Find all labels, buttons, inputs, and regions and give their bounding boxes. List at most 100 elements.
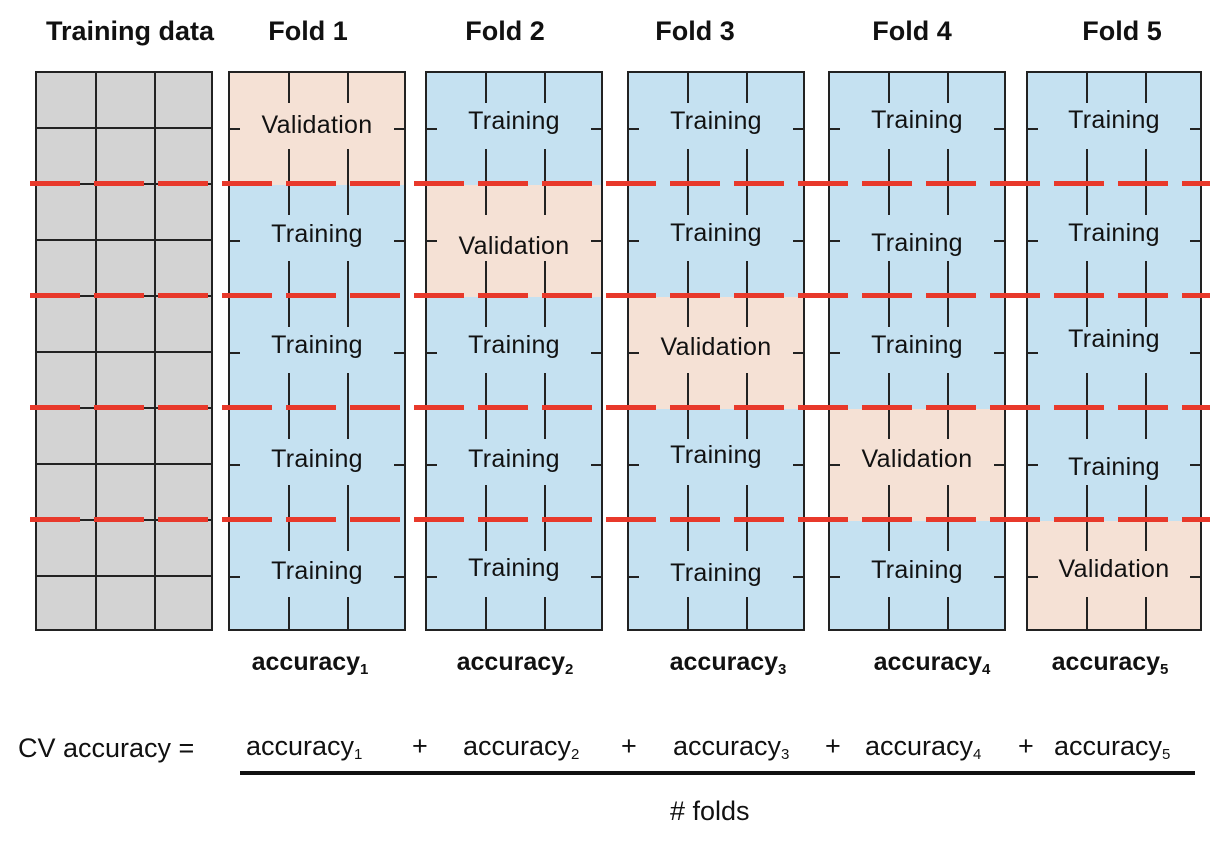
grid-tick xyxy=(288,409,290,439)
grid-tick xyxy=(1145,373,1147,409)
plus-sign: + xyxy=(621,731,637,761)
grid-tick xyxy=(1190,128,1200,130)
grid-tick xyxy=(427,128,437,130)
training-segment xyxy=(427,409,601,521)
training-segment xyxy=(629,409,803,521)
grid-tick xyxy=(746,373,748,409)
validation-label: Validation xyxy=(660,333,772,361)
grid-tick xyxy=(1086,149,1088,185)
grid-tick xyxy=(394,464,404,466)
grid-tick xyxy=(544,261,546,297)
validation-segment xyxy=(830,409,1004,521)
grid-tick xyxy=(947,597,949,629)
training-segment xyxy=(830,73,1004,185)
grid-tick xyxy=(427,240,437,242)
training-segment xyxy=(427,73,601,185)
grid-tick xyxy=(591,464,601,466)
grid-tick xyxy=(687,73,689,103)
training-label: Training xyxy=(271,220,363,248)
grid-tick xyxy=(687,185,689,215)
grid-tick xyxy=(947,485,949,521)
grid-tick xyxy=(591,128,601,130)
grid-tick xyxy=(947,521,949,551)
accuracy-word: accuracy xyxy=(456,648,566,676)
grid-tick xyxy=(746,597,748,629)
grid-tick xyxy=(888,149,890,185)
grid-tick xyxy=(1086,521,1088,551)
training-label: Training xyxy=(670,559,762,587)
grid-tick xyxy=(1190,464,1200,466)
training-label: Training xyxy=(468,107,560,135)
grid-tick xyxy=(288,521,290,551)
grid-tick xyxy=(994,352,1004,354)
grid-tick xyxy=(1028,464,1038,466)
numerator-subscript: 5 xyxy=(1162,746,1171,763)
grid-tick xyxy=(1086,409,1088,439)
grid-line xyxy=(37,463,211,465)
accuracy-word: accuracy xyxy=(251,648,361,676)
numerator-subscript: 3 xyxy=(781,746,790,763)
training-segment xyxy=(830,185,1004,297)
fold-accuracy-label: accuracy3 xyxy=(638,648,818,678)
training-segment xyxy=(427,297,601,409)
split-dashed-line xyxy=(30,517,1210,522)
grid-tick xyxy=(1028,576,1038,578)
split-dashed-line xyxy=(30,293,1210,298)
training-data-grid xyxy=(35,71,213,631)
training-label: Training xyxy=(1068,106,1160,134)
training-segment xyxy=(830,297,1004,409)
grid-tick xyxy=(544,373,546,409)
grid-tick xyxy=(947,373,949,409)
grid-tick xyxy=(947,73,949,103)
grid-tick xyxy=(793,128,803,130)
grid-tick xyxy=(347,409,349,439)
grid-tick xyxy=(288,297,290,327)
grid-tick xyxy=(544,409,546,439)
grid-tick xyxy=(394,352,404,354)
grid-tick xyxy=(1145,261,1147,297)
grid-tick xyxy=(994,464,1004,466)
training-label: Training xyxy=(468,331,560,359)
grid-tick xyxy=(888,297,890,327)
grid-tick xyxy=(746,261,748,297)
fold-accuracy-label: accuracy4 xyxy=(842,648,1022,678)
grid-tick xyxy=(830,128,840,130)
grid-tick xyxy=(288,485,290,521)
grid-tick xyxy=(1086,597,1088,629)
grid-tick xyxy=(347,597,349,629)
training-segment xyxy=(1028,185,1200,297)
grid-tick xyxy=(687,149,689,185)
grid-tick xyxy=(591,352,601,354)
grid-tick xyxy=(591,240,601,242)
accuracy-word: accuracy xyxy=(669,648,779,676)
grid-tick xyxy=(288,597,290,629)
grid-tick xyxy=(347,373,349,409)
grid-tick xyxy=(793,464,803,466)
grid-tick xyxy=(947,149,949,185)
grid-tick xyxy=(485,485,487,521)
grid-tick xyxy=(746,521,748,551)
grid-tick xyxy=(485,149,487,185)
grid-tick xyxy=(746,149,748,185)
grid-tick xyxy=(687,597,689,629)
grid-tick xyxy=(687,297,689,327)
training-segment xyxy=(230,521,404,629)
grid-tick xyxy=(288,373,290,409)
grid-tick xyxy=(1086,185,1088,215)
training-data-header: Training data xyxy=(45,16,215,46)
grid-tick xyxy=(629,464,639,466)
training-label: Training xyxy=(670,219,762,247)
grid-tick xyxy=(347,149,349,185)
training-segment xyxy=(629,521,803,629)
grid-tick xyxy=(1028,240,1038,242)
grid-tick xyxy=(427,576,437,578)
validation-label: Validation xyxy=(861,445,973,473)
grid-tick xyxy=(687,485,689,521)
grid-tick xyxy=(830,464,840,466)
grid-tick xyxy=(1145,149,1147,185)
grid-tick xyxy=(394,240,404,242)
numerator-term: accuracy5 xyxy=(1054,731,1170,763)
